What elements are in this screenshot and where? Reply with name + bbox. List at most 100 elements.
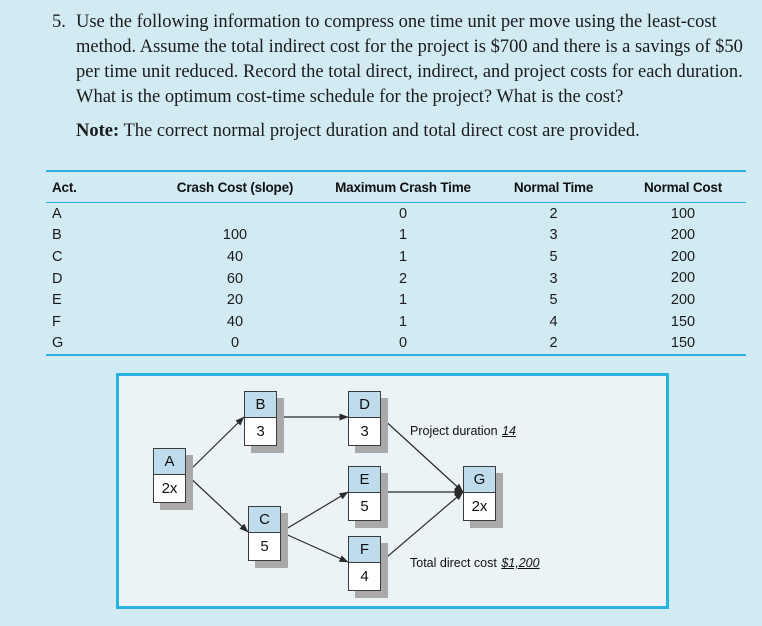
cell-normal-time: 4 xyxy=(549,313,558,330)
total-direct-cost-label: Total direct cost xyxy=(410,556,497,570)
cell-normal-cost: 200 xyxy=(670,270,696,287)
table-row: B 100 1 3 200 xyxy=(46,225,746,247)
node-duration: 5 xyxy=(349,493,380,520)
cell-act: B xyxy=(52,227,62,244)
question-row: 5. Use the following information to comp… xyxy=(52,10,744,110)
cell-crash-cost: 40 xyxy=(226,313,244,330)
diagram-edge-a-c xyxy=(185,473,249,533)
cell-normal-cost: 150 xyxy=(670,313,696,330)
table-row: C 40 1 5 200 xyxy=(46,246,746,268)
diagram-arrow-layer xyxy=(185,413,464,563)
diagram-edge-c-f xyxy=(280,531,349,563)
node-label: C xyxy=(249,507,280,533)
cell-normal-cost: 100 xyxy=(670,205,696,222)
cell-normal-time: 3 xyxy=(549,227,558,244)
cell-max-crash-time: 1 xyxy=(398,227,408,244)
column-header-max-crash-time: Maximum Crash Time xyxy=(335,180,471,195)
cell-max-crash-time: 1 xyxy=(398,292,408,309)
node-label: D xyxy=(349,392,380,418)
cell-normal-cost: 200 xyxy=(670,291,696,308)
activity-table: Act. Crash Cost (slope) Maximum Crash Ti… xyxy=(46,170,746,356)
column-header-normal-time: Normal Time xyxy=(513,180,594,195)
table-header: Act. Crash Cost (slope) Maximum Crash Ti… xyxy=(46,171,746,203)
cell-act: D xyxy=(52,270,63,287)
cell-max-crash-time: 0 xyxy=(398,335,408,352)
cell-crash-cost: 40 xyxy=(226,248,244,265)
table-header-row: Act. Crash Cost (slope) Maximum Crash Ti… xyxy=(46,171,746,203)
cell-act: C xyxy=(52,248,63,265)
node-label: E xyxy=(349,467,380,493)
total-direct-cost-value: $1,200 xyxy=(501,556,540,570)
column-header-crash-cost: Crash Cost (slope) xyxy=(176,180,294,195)
project-duration-label: Project duration xyxy=(410,424,498,438)
cell-normal-cost: 200 xyxy=(670,227,696,244)
annotation-total-direct-cost: Total direct cost $1,200 xyxy=(410,556,543,570)
table-row: G 0 0 2 150 xyxy=(46,333,746,356)
cell-crash-cost: 20 xyxy=(226,292,244,309)
note-label: Note: xyxy=(76,121,120,141)
cell-act: E xyxy=(52,292,62,309)
cell-normal-cost: 200 xyxy=(670,248,696,265)
diagram-edge-f-g xyxy=(380,491,464,563)
cell-crash-cost: 100 xyxy=(222,227,248,244)
table-row: F 40 1 4 150 xyxy=(46,311,746,333)
cell-crash-cost: 0 xyxy=(230,335,240,352)
cell-normal-cost: 150 xyxy=(670,335,696,352)
question-note: Note: The correct normal project duratio… xyxy=(76,119,744,144)
question-text: Use the following information to compres… xyxy=(76,12,743,107)
cell-max-crash-time: 0 xyxy=(398,205,408,222)
diagram-edge-a-b xyxy=(185,416,245,475)
question-block: 5. Use the following information to comp… xyxy=(52,10,744,144)
table-row: D 60 2 3 200 xyxy=(46,268,746,290)
cell-max-crash-time: 1 xyxy=(398,248,408,265)
node-label: G xyxy=(464,467,495,493)
cell-normal-time: 3 xyxy=(549,270,558,287)
cell-normal-time: 5 xyxy=(549,292,558,309)
note-text: The correct normal project duration and … xyxy=(123,121,640,141)
cell-crash-cost: 60 xyxy=(226,270,244,287)
activity-table-wrapper: Act. Crash Cost (slope) Maximum Crash Ti… xyxy=(46,170,746,356)
cell-crash-cost xyxy=(151,203,319,225)
cell-normal-time: 2 xyxy=(549,205,558,222)
cell-act: G xyxy=(52,335,64,352)
cell-normal-time: 2 xyxy=(549,335,558,352)
diagram-edge-d-g xyxy=(380,416,464,493)
node-label: B xyxy=(245,392,276,418)
node-duration: 3 xyxy=(349,418,380,445)
question-number: 5. xyxy=(52,12,66,32)
cell-max-crash-time: 2 xyxy=(398,270,408,287)
column-header-normal-cost: Normal Cost xyxy=(643,180,723,195)
node-duration: 3 xyxy=(245,418,276,445)
annotation-project-duration: Project duration 14 xyxy=(410,424,519,438)
table-row: A 0 2 100 xyxy=(46,203,746,225)
cell-normal-time: 5 xyxy=(549,248,558,265)
cell-act: F xyxy=(52,313,61,330)
node-duration: 4 xyxy=(349,563,380,590)
project-duration-value: 14 xyxy=(502,424,516,438)
node-label: F xyxy=(349,537,380,563)
column-header-act: Act. xyxy=(52,180,77,195)
diagram-edge-c-e xyxy=(280,491,349,533)
cell-max-crash-time: 1 xyxy=(398,313,408,330)
cell-act: A xyxy=(52,205,62,222)
node-duration: 2x xyxy=(154,475,185,502)
node-duration: 2x xyxy=(464,493,495,520)
table-row: E 20 1 5 200 xyxy=(46,289,746,311)
node-label: A xyxy=(154,449,185,475)
